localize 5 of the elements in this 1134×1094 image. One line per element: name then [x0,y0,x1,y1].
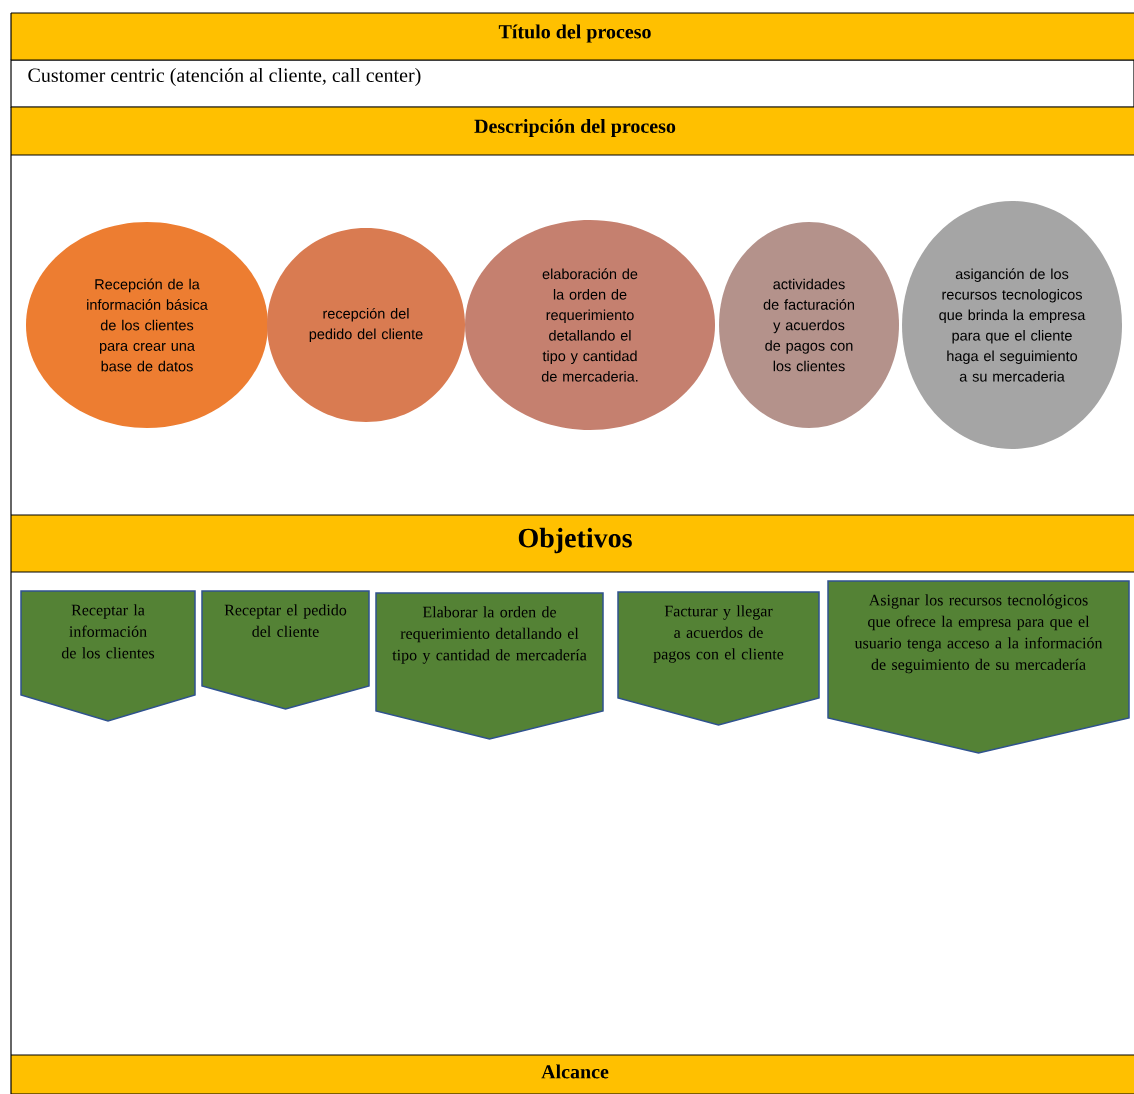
header-band: Título del proceso [10,12,1134,61]
header-band: Alcance [10,1054,1134,1094]
header-band: Descripción del proceso [10,106,1134,156]
label: Customer centric (atención al cliente, call center) [28,67,421,87]
header-band: Objetivos [10,514,1134,573]
